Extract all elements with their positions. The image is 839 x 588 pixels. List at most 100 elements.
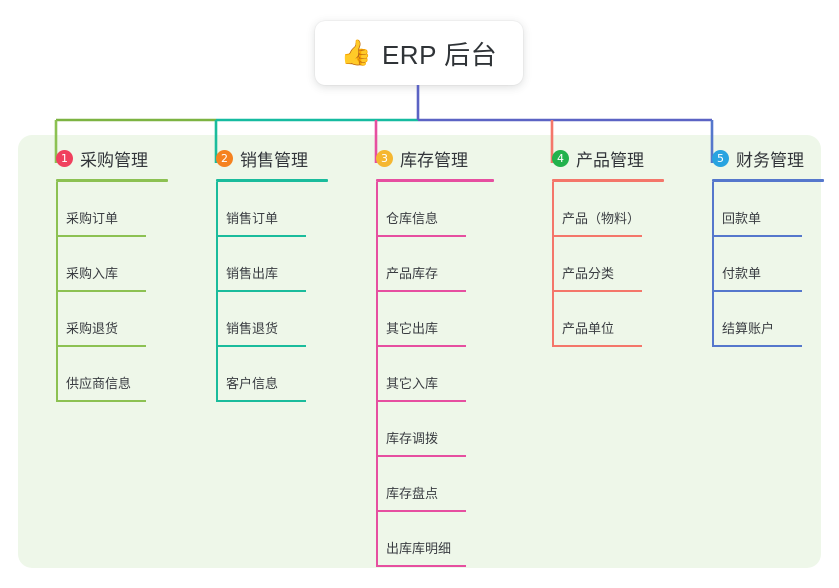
- column-items: 仓库信息产品库存其它出库其它入库库存调拨库存盘点出库库明细: [356, 182, 494, 567]
- menu-item-rule: [216, 400, 306, 402]
- column-badge-icon: 4: [552, 149, 569, 167]
- column-header-2[interactable]: 2 销售管理: [196, 146, 328, 170]
- menu-item[interactable]: 付款单: [692, 237, 824, 292]
- menu-item[interactable]: 库存盘点: [356, 457, 494, 512]
- menu-item-rule: [552, 235, 642, 237]
- menu-item-label: 付款单: [722, 266, 762, 281]
- column-badge-icon: 2: [216, 149, 233, 167]
- menu-item[interactable]: 产品（物料）: [532, 182, 664, 237]
- menu-item[interactable]: 结算账户: [692, 292, 824, 347]
- column-2: 2 销售管理销售订单销售出库销售退货客户信息: [196, 146, 328, 402]
- menu-item-label: 库存调拨: [386, 431, 439, 446]
- menu-item-label: 仓库信息: [386, 211, 439, 226]
- column-items: 采购订单采购入库采购退货供应商信息: [36, 182, 168, 402]
- root-node-card[interactable]: 👍 ERP 后台: [315, 21, 523, 85]
- column-title: 采购管理: [80, 150, 148, 170]
- menu-item-rule: [712, 235, 802, 237]
- menu-item[interactable]: 销售退货: [196, 292, 328, 347]
- column-badge-icon: 5: [712, 149, 729, 167]
- menu-item-label: 产品单位: [562, 321, 615, 336]
- menu-item-label: 采购退货: [66, 321, 119, 336]
- menu-item[interactable]: 销售出库: [196, 237, 328, 292]
- menu-item-rule: [552, 290, 642, 292]
- menu-item[interactable]: 产品库存: [356, 237, 494, 292]
- menu-item-label: 产品库存: [386, 266, 439, 281]
- menu-item-label: 库存盘点: [386, 486, 439, 501]
- menu-item-label: 销售退货: [226, 321, 279, 336]
- menu-item-rule: [712, 345, 802, 347]
- column-header-3[interactable]: 3 库存管理: [356, 146, 494, 170]
- menu-item[interactable]: 出库库明细: [356, 512, 494, 567]
- menu-item[interactable]: 采购退货: [36, 292, 168, 347]
- menu-item[interactable]: 产品分类: [532, 237, 664, 292]
- column-header-rule: [712, 179, 824, 182]
- root-node-title: ERP 后台: [381, 39, 498, 70]
- column-items: 产品（物料） 产品分类产品单位: [532, 182, 664, 347]
- menu-item-rule: [216, 345, 306, 347]
- menu-item-label: 销售出库: [226, 266, 279, 281]
- menu-item-label: 结算账户: [722, 321, 775, 336]
- menu-item[interactable]: 供应商信息: [36, 347, 168, 402]
- column-spine: [552, 182, 554, 347]
- menu-item-rule: [376, 510, 466, 512]
- menu-item[interactable]: 其它出库: [356, 292, 494, 347]
- column-header-rule: [552, 179, 664, 182]
- menu-item-rule: [56, 345, 146, 347]
- menu-item-rule: [376, 345, 466, 347]
- menu-item-label: 采购订单: [66, 211, 119, 226]
- column-title: 产品管理: [576, 150, 644, 170]
- menu-item-rule: [216, 290, 306, 292]
- menu-item[interactable]: 销售订单: [196, 182, 328, 237]
- column-title: 财务管理: [736, 150, 804, 170]
- menu-item-rule: [56, 290, 146, 292]
- menu-item[interactable]: 库存调拨: [356, 402, 494, 457]
- column-header-5[interactable]: 5 财务管理: [692, 146, 824, 170]
- menu-item-rule: [56, 235, 146, 237]
- menu-item-rule: [376, 455, 466, 457]
- menu-item-rule: [56, 400, 146, 402]
- column-spine: [216, 182, 218, 402]
- column-3: 3 库存管理仓库信息产品库存其它出库其它入库库存调拨库存盘点出库库明细: [356, 146, 494, 567]
- thumbs-up-icon: 👍: [340, 38, 372, 67]
- menu-item-label: 其它出库: [386, 321, 439, 336]
- mindmap-panel: [18, 135, 821, 568]
- column-spine: [56, 182, 58, 402]
- column-header-rule: [56, 179, 168, 182]
- menu-item-rule: [712, 290, 802, 292]
- menu-item[interactable]: 其它入库: [356, 347, 494, 402]
- menu-item[interactable]: 产品单位: [532, 292, 664, 347]
- menu-item-rule: [552, 345, 642, 347]
- menu-item-rule: [376, 290, 466, 292]
- column-title: 销售管理: [240, 150, 308, 170]
- menu-item-rule: [376, 400, 466, 402]
- column-5: 5 财务管理回款单付款单结算账户: [692, 146, 824, 347]
- column-badge-icon: 1: [56, 149, 73, 167]
- column-header-1[interactable]: 1 采购管理: [36, 146, 168, 170]
- menu-item-label: 出库库明细: [386, 541, 452, 556]
- menu-item-label: 回款单: [722, 211, 762, 226]
- menu-item-label: 采购入库: [66, 266, 119, 281]
- column-title: 库存管理: [400, 150, 468, 170]
- menu-item-label: 其它入库: [386, 376, 439, 391]
- column-items: 销售订单销售出库销售退货客户信息: [196, 182, 328, 402]
- menu-item-rule: [376, 235, 466, 237]
- menu-item-label: 产品（物料）: [562, 211, 641, 226]
- menu-item[interactable]: 回款单: [692, 182, 824, 237]
- column-1: 1 采购管理采购订单采购入库采购退货供应商信息: [36, 146, 168, 402]
- menu-item-rule: [216, 235, 306, 237]
- column-spine: [376, 182, 378, 567]
- menu-item[interactable]: 客户信息: [196, 347, 328, 402]
- menu-item[interactable]: 采购入库: [36, 237, 168, 292]
- menu-item-label: 客户信息: [226, 376, 279, 391]
- menu-item-label: 销售订单: [226, 211, 279, 226]
- column-badge-icon: 3: [376, 149, 393, 167]
- column-spine: [712, 182, 714, 347]
- menu-item-rule: [376, 565, 466, 567]
- menu-item[interactable]: 采购订单: [36, 182, 168, 237]
- menu-item-label: 产品分类: [562, 266, 615, 281]
- column-4: 4 产品管理产品（物料） 产品分类产品单位: [532, 146, 664, 347]
- column-items: 回款单付款单结算账户: [692, 182, 824, 347]
- menu-item-label: 供应商信息: [66, 376, 132, 391]
- column-header-4[interactable]: 4 产品管理: [532, 146, 664, 170]
- menu-item[interactable]: 仓库信息: [356, 182, 494, 237]
